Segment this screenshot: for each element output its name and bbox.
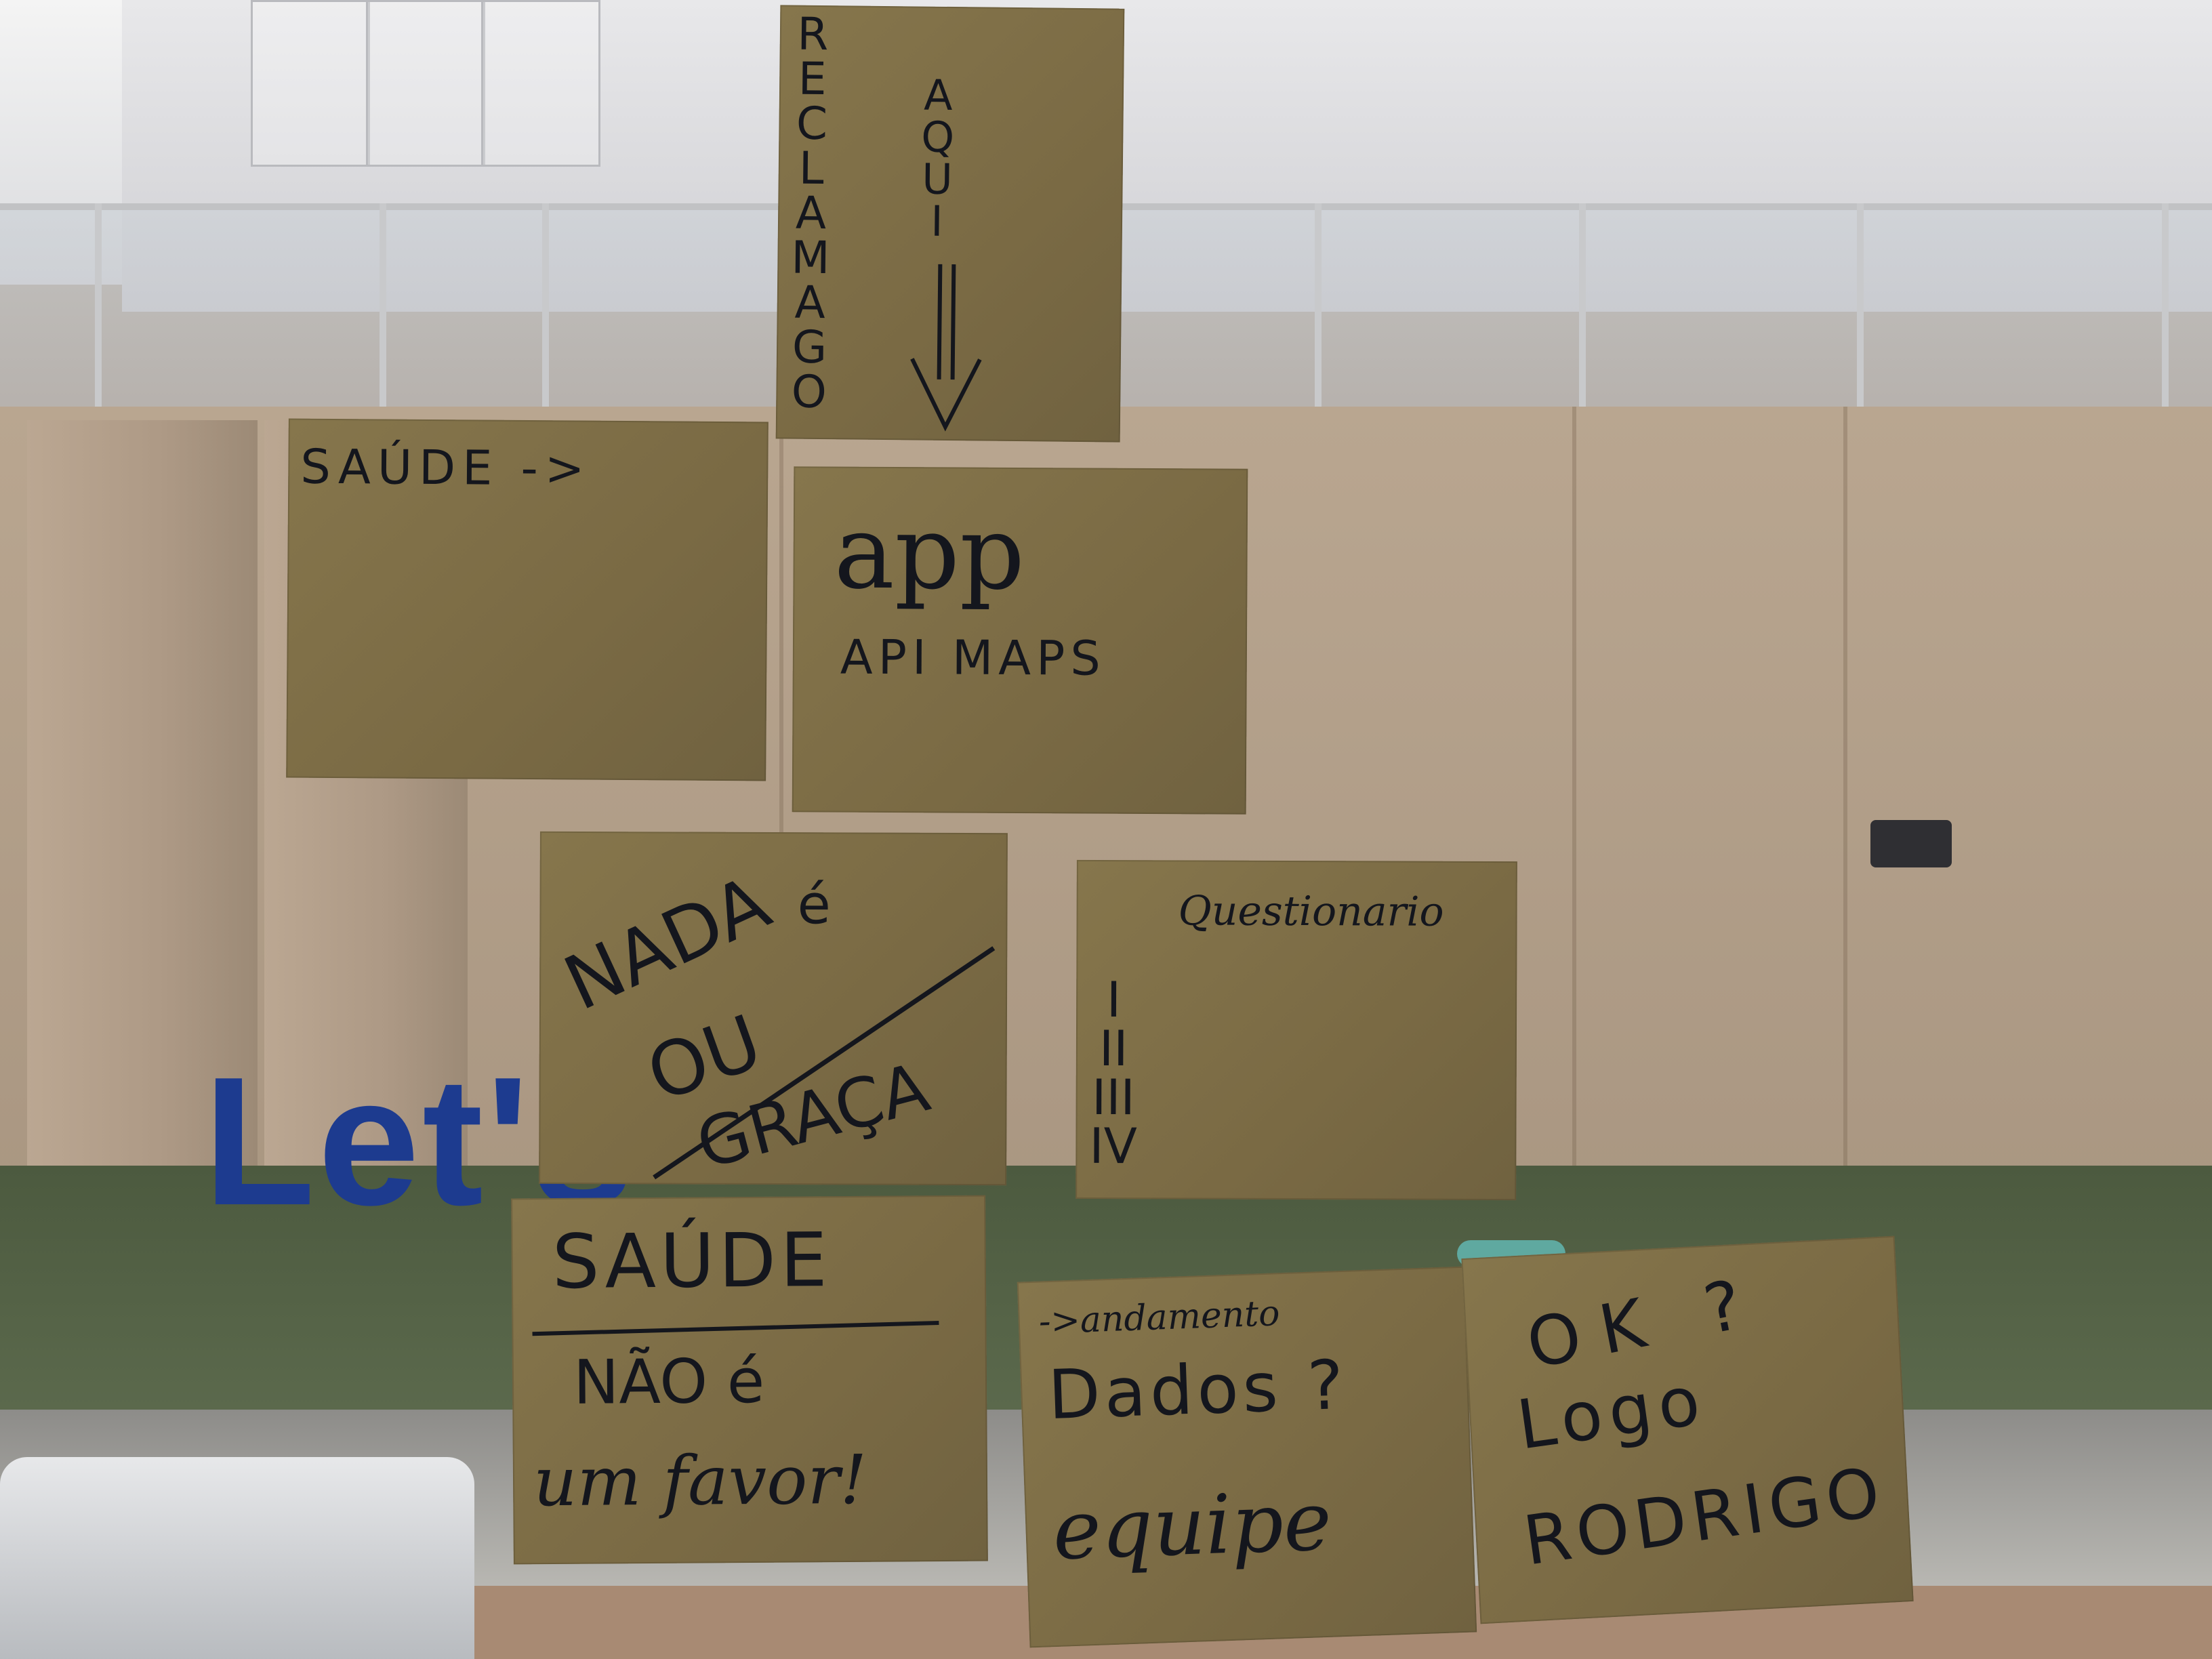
questionario-numerals: I II III IV	[1089, 971, 1138, 1175]
railing-post	[1315, 203, 1322, 427]
letter: G	[792, 321, 827, 374]
strike-line-icon	[653, 946, 996, 1180]
letter: A	[794, 276, 826, 329]
wall-seam	[1572, 407, 1576, 1288]
railing-post	[1857, 203, 1864, 427]
railing-post	[2162, 203, 2169, 427]
note-dados: ->andamento Dados ? equipe	[1017, 1266, 1477, 1648]
note-saude-favor: SAÚDE NÃO é um favor!	[511, 1195, 988, 1565]
note-reclamago: R E C L A M A G O A Q U I	[775, 5, 1125, 443]
numeral: IV	[1089, 1117, 1138, 1175]
aqui-letters: A Q U I	[920, 70, 955, 246]
underline-icon	[532, 1321, 939, 1336]
letter: A	[795, 186, 827, 240]
letter: A	[923, 70, 953, 121]
ok-line3: RODRIGO	[1519, 1452, 1890, 1581]
dados-line3: equipe	[1051, 1474, 1334, 1579]
letter: R	[797, 7, 829, 61]
note-ok: OK ? Logo RODRIGO	[1461, 1235, 1914, 1624]
app-title: app	[834, 493, 1025, 613]
railing-post	[380, 203, 386, 427]
note-nada: NADA é OU GRAÇA	[539, 831, 1008, 1186]
note-saude-arrow: SAÚDE ->	[286, 418, 769, 781]
numeral: III	[1091, 1068, 1135, 1126]
railing-post	[95, 203, 102, 427]
numeral: I	[1106, 971, 1122, 1029]
wall-seam	[1843, 407, 1847, 1288]
note-app: app API MAPS	[792, 466, 1248, 815]
wall-pillar	[27, 420, 258, 1288]
railing-post	[1579, 203, 1586, 427]
ok-line1: OK ?	[1520, 1261, 1768, 1385]
saude-favor-line2: NÃO é	[573, 1345, 765, 1418]
note-questionario: Questionario I II III IV	[1076, 859, 1517, 1201]
dados-line2: Dados ?	[1046, 1345, 1349, 1435]
letter: Q	[920, 112, 955, 163]
letter: E	[798, 52, 827, 106]
letter: L	[798, 142, 825, 195]
questionario-title: Questionario	[1178, 887, 1444, 936]
building-window	[251, 0, 370, 167]
railing-post	[542, 203, 549, 427]
building-window	[481, 0, 600, 167]
nada-line2: é	[797, 873, 831, 937]
letter: C	[796, 97, 828, 150]
saude-arrow-text: SAÚDE ->	[300, 438, 592, 497]
wall-lamp	[1870, 820, 1952, 867]
building-window	[366, 0, 485, 167]
letter: M	[791, 231, 830, 285]
saude-favor-line3: um favor!	[533, 1439, 867, 1522]
dados-line1: ->andamento	[1038, 1293, 1281, 1343]
letter: I	[930, 196, 943, 246]
covered-sofa	[0, 1457, 474, 1659]
numeral: II	[1099, 1019, 1128, 1078]
letter: U	[922, 154, 954, 205]
reclamago-letters: R E C L A M A G O	[790, 7, 832, 419]
down-arrow-icon	[910, 264, 982, 432]
letter: O	[791, 365, 827, 419]
saude-favor-line1: SAÚDE	[552, 1216, 832, 1306]
app-subtitle: API MAPS	[840, 629, 1106, 687]
